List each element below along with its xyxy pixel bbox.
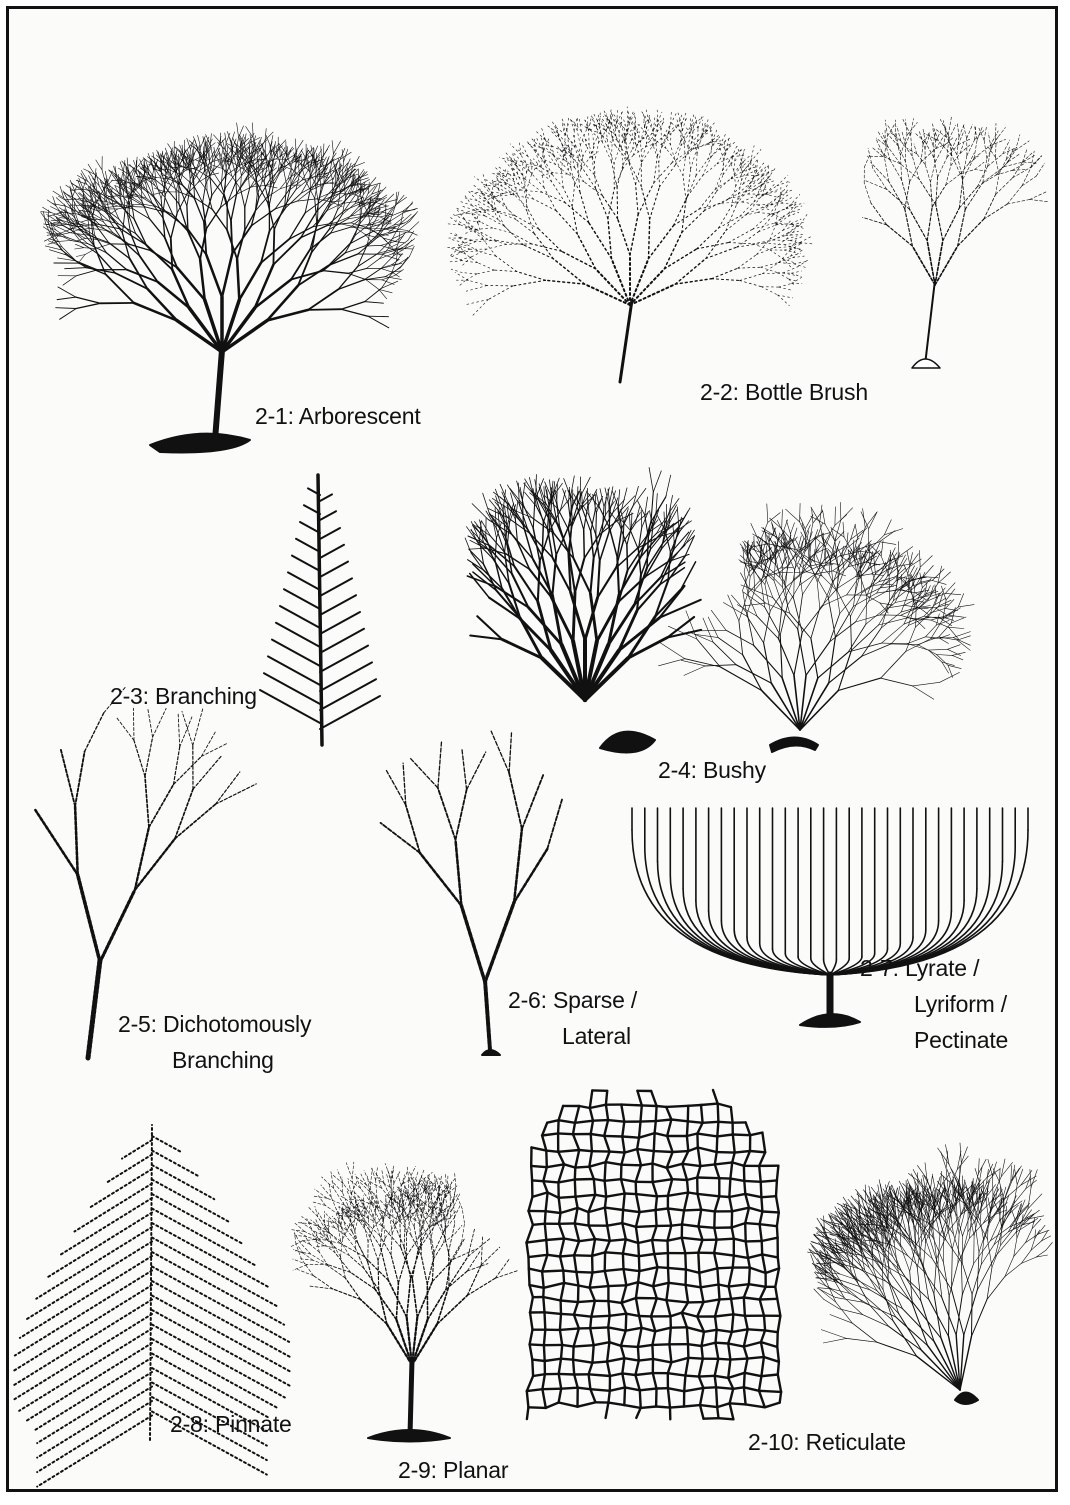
planar-coral-icon xyxy=(291,1162,518,1441)
label-2-4: 2-4: Bushy xyxy=(658,752,766,788)
label-2-10: 2-10: Reticulate xyxy=(748,1424,906,1460)
label-2-9: 2-9: Planar xyxy=(398,1452,508,1488)
label-2-2: 2-2: Bottle Brush xyxy=(700,374,868,410)
label-2-8: 2-8: Pinnate xyxy=(170,1406,292,1442)
branching-coral-icon xyxy=(260,475,380,745)
label-2-5: 2-5: Dichotomously Branching xyxy=(118,1006,311,1078)
label-2-6: 2-6: Sparse / Lateral xyxy=(508,982,637,1054)
reticulate-coral-icon xyxy=(527,1090,1053,1419)
dichotomous-coral-icon xyxy=(35,687,256,1058)
label-2-7: 2-7: Lyrate / Lyriform / Pectinate xyxy=(860,950,1008,1058)
bottle-brush-coral-icon xyxy=(447,107,1048,382)
bushy-coral-icon xyxy=(465,468,974,753)
label-2-1: 2-1: Arborescent xyxy=(255,398,421,434)
label-2-3: 2-3: Branching xyxy=(110,678,257,714)
